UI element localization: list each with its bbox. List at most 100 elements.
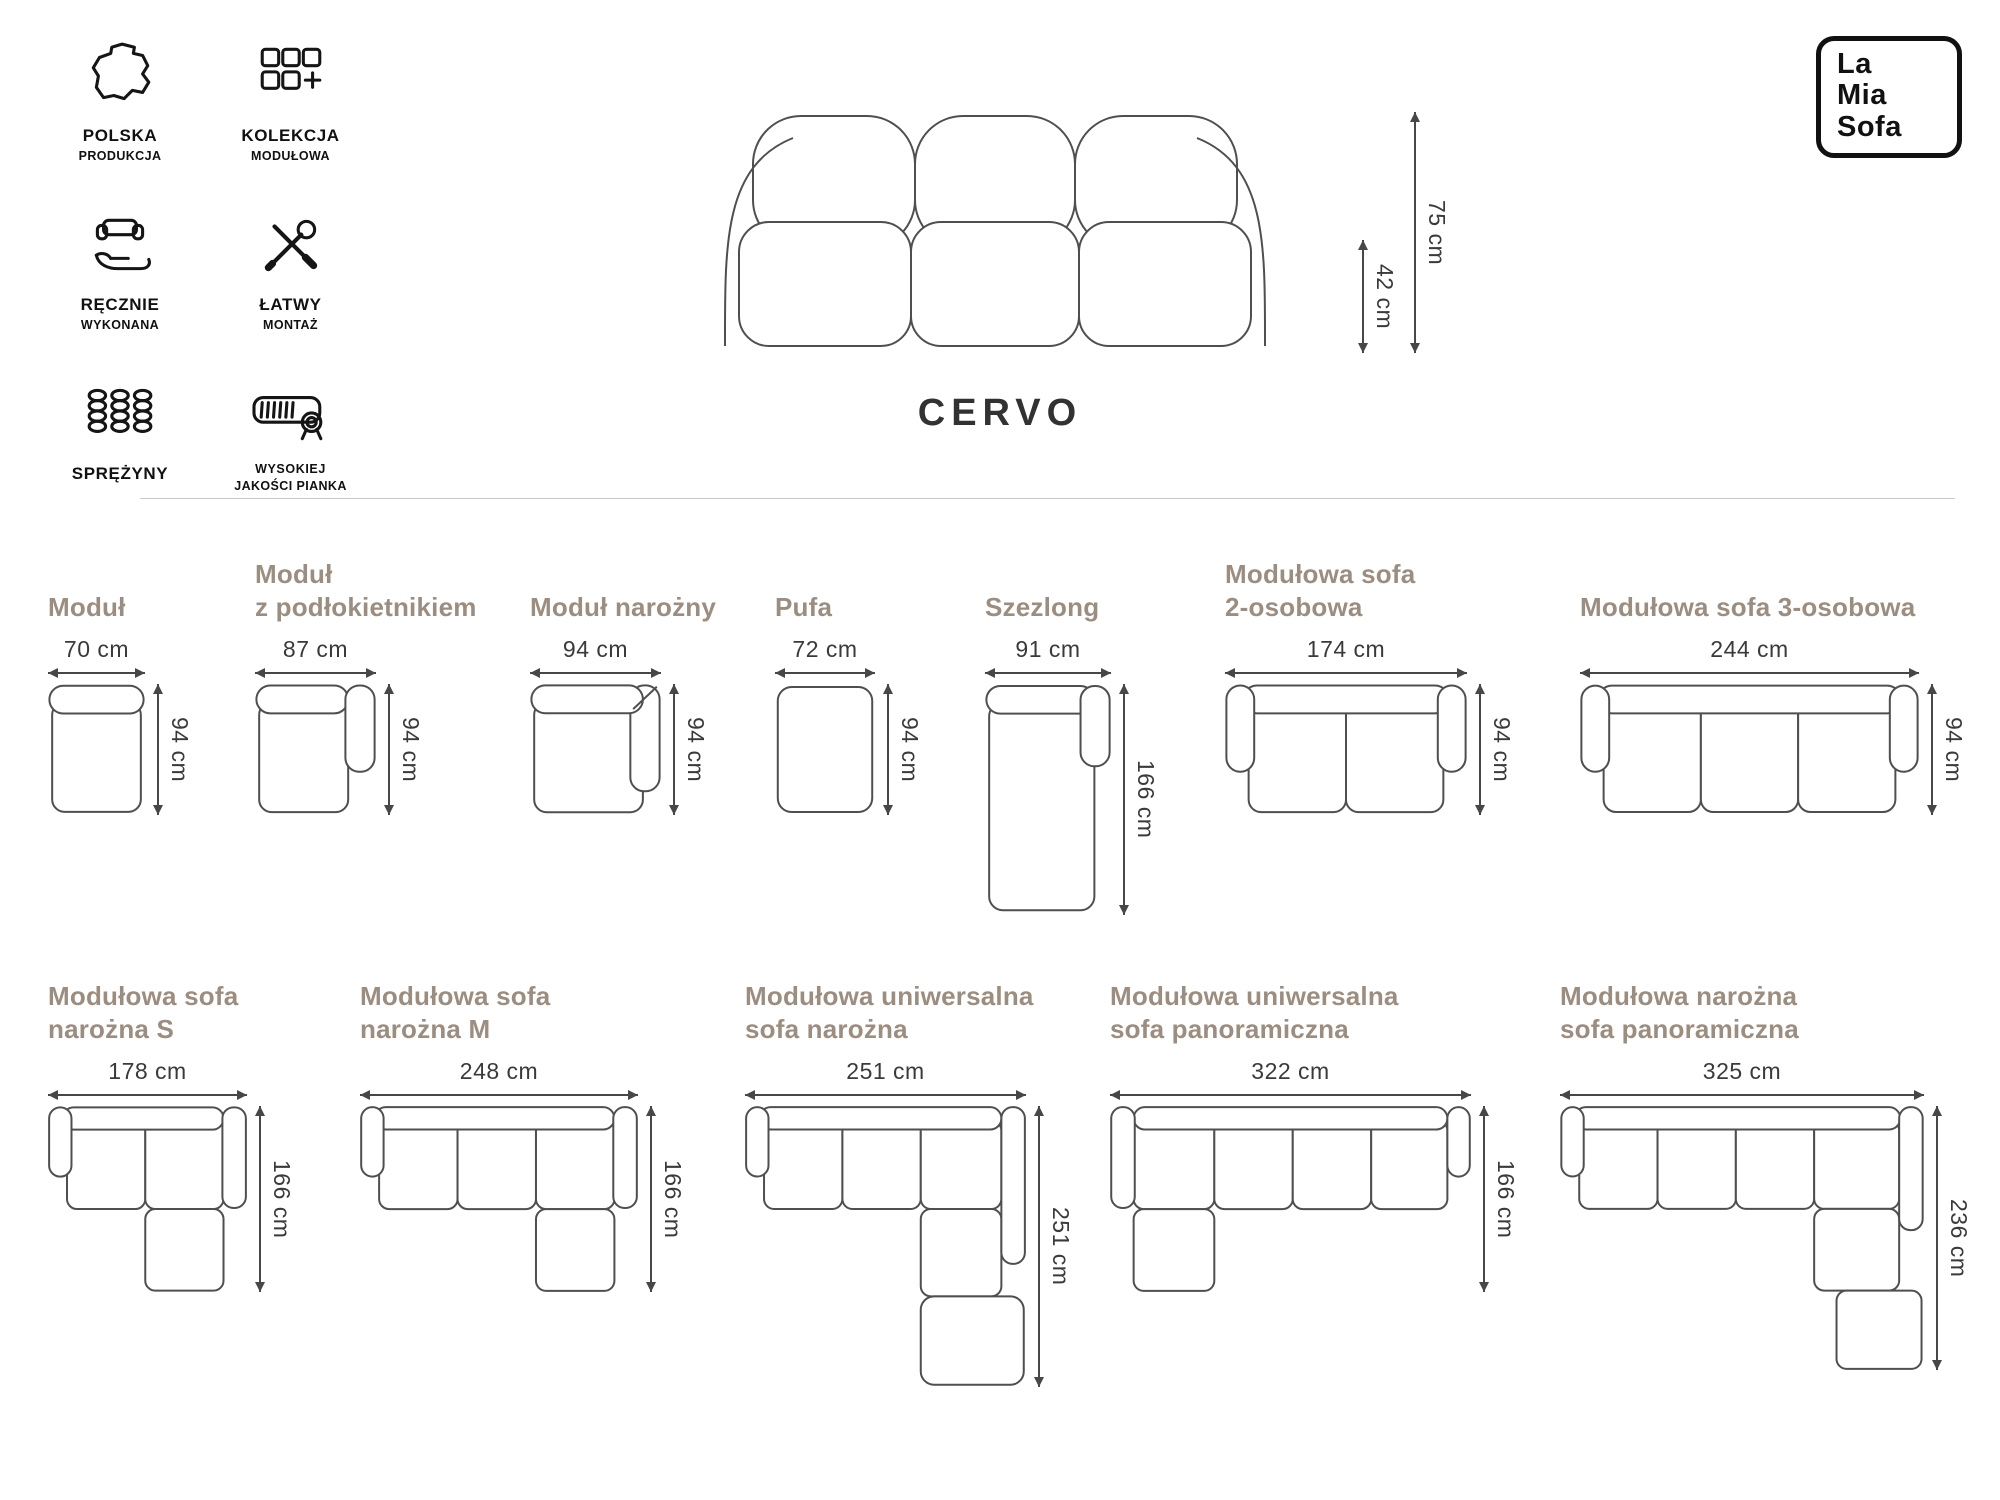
module-card-szezlong: Szezlong 91 cm 166 cm [985, 545, 1159, 915]
module-title: Modułowa sofa 3-osobowa [1580, 591, 1916, 622]
width-label: 325 cm [1702, 1058, 1782, 1084]
badge-kolekcja-modulowa: KOLEKCJA MODUŁOWA [203, 34, 378, 163]
module-title: Modułowa narożna sofa panoramiczna [1560, 981, 1799, 1044]
module-card-modul-narozny: Moduł narożny 94 cm 94 cm [530, 545, 716, 815]
height-dimension: 94 cm [669, 684, 709, 815]
width-arrow [1225, 668, 1467, 678]
width-dimension: 322 cm [1110, 1058, 1471, 1100]
module-card-sofa-3-osobowa: Modułowa sofa 3-osobowa 244 cm 94 cm [1580, 545, 1967, 815]
height-label: 94 cm [167, 716, 193, 783]
logo-line: Sofa [1837, 110, 1902, 143]
width-arrow [1560, 1090, 1924, 1100]
width-label: 91 cm [1015, 636, 1081, 662]
easy-assembly-tools-icon [252, 203, 330, 287]
szezlong-top-view-drawing [985, 684, 1111, 915]
height-label: 236 cm [1946, 1198, 1972, 1278]
modul-z-podlokietnikiem-top-view-drawing [255, 684, 376, 815]
height-label: 94 cm [1489, 716, 1515, 783]
section-divider [140, 498, 1955, 499]
width-label: 174 cm [1306, 636, 1386, 662]
width-dimension: 251 cm [745, 1058, 1026, 1100]
module-card-uniwersalna-panoramiczna: Modułowa uniwersalna sofa panoramiczna 3… [1110, 975, 1519, 1292]
logo-line: Mia [1837, 79, 1887, 112]
height-dimension: 94 cm [883, 684, 923, 815]
height-label: 166 cm [660, 1159, 686, 1239]
narozna-m-top-view-drawing [360, 1106, 638, 1292]
width-arrow [48, 1090, 247, 1100]
height-label: 166 cm [1493, 1159, 1519, 1239]
module-card-modul: Moduł 70 cm 94 cm [48, 545, 193, 815]
feature-badges: POLSKA PRODUKCJA KOLEKCJA MODUŁOWA [45, 34, 378, 493]
module-card-sofa-2-osobowa: Modułowa sofa 2-osobowa 174 cm 94 cm [1225, 545, 1515, 815]
width-arrow [985, 668, 1111, 678]
height-label: 94 cm [1941, 716, 1967, 783]
module-title: Modułowa sofa narożna M [360, 981, 551, 1044]
module-title: Moduł z podłokietnikiem [255, 559, 477, 622]
height-label: 94 cm [897, 716, 923, 783]
width-label: 72 cm [792, 636, 858, 662]
height-arrow [1034, 1106, 1044, 1387]
width-dimension: 325 cm [1560, 1058, 1924, 1100]
cervo-sofa-front-drawing [695, 106, 1295, 351]
width-dimension: 72 cm [775, 636, 875, 678]
width-arrow [1110, 1090, 1471, 1100]
height-arrow [255, 1106, 265, 1292]
modul-top-view-drawing [48, 684, 145, 815]
height-arrow [1932, 1106, 1942, 1370]
width-arrow [745, 1090, 1026, 1100]
badge-title: POLSKA [82, 126, 158, 145]
badge-subtitle: MODUŁOWA [251, 149, 330, 163]
collection-name: CERVO [917, 392, 1083, 434]
badge-latwy-montaz: ŁATWY MONTAŻ [203, 203, 378, 332]
height-dimension: 166 cm [255, 1106, 295, 1292]
width-arrow [48, 668, 145, 678]
module-title: Pufa [775, 591, 833, 622]
height-label: 94 cm [683, 716, 709, 783]
module-title: Szezlong [985, 591, 1100, 622]
badge-title: KOLEKCJA [241, 126, 340, 145]
badge-title: SPRĘŻYNY [71, 464, 169, 483]
height-dimension: 166 cm [1479, 1106, 1519, 1292]
height-label: 94 cm [398, 716, 424, 783]
la-mia-sofa-logo: La Mia Sofa [1816, 36, 1962, 158]
width-dimension: 174 cm [1225, 636, 1467, 678]
module-title: Modułowa sofa narożna S [48, 981, 239, 1044]
height-dimension: 166 cm [646, 1106, 686, 1292]
height-label: 166 cm [269, 1159, 295, 1239]
badge-sprezyny: SPRĘŻYNY [45, 372, 195, 493]
module-card-narozna-panoramiczna: Modułowa narożna sofa panoramiczna 325 c… [1560, 975, 1972, 1370]
badge-title: ŁATWY [259, 295, 322, 314]
width-arrow [360, 1090, 638, 1100]
poland-map-icon [81, 34, 159, 118]
height-arrow [669, 684, 679, 815]
height-dimension: 166 cm [1119, 684, 1159, 915]
height-arrow [1479, 1106, 1489, 1292]
height-arrow [153, 684, 163, 815]
module-card-modul-z-podlokietnikiem: Moduł z podłokietnikiem 87 cm 94 cm [255, 545, 477, 815]
module-title: Moduł narożny [530, 591, 717, 622]
seat-height-dimension: 42 cm [1358, 240, 1398, 353]
modular-collection-icon [252, 34, 330, 118]
height-dimension: 94 cm [153, 684, 193, 815]
width-dimension: 91 cm [985, 636, 1111, 678]
badge-subtitle: WYKONANA [80, 318, 160, 332]
badge-subtitle: PRODUKCJA [78, 149, 162, 163]
narozna-s-top-view-drawing [48, 1106, 247, 1292]
height-arrow [883, 684, 893, 815]
width-arrow [255, 668, 376, 678]
narozna-panoramiczna-top-view-drawing [1560, 1106, 1924, 1370]
width-dimension: 70 cm [48, 636, 145, 678]
badge-subtitle: MONTAŻ [263, 318, 318, 332]
width-dimension: 87 cm [255, 636, 376, 678]
module-title: Modułowa uniwersalna sofa panoramiczna [1110, 981, 1399, 1044]
badge-recznie-wykonana: RĘCZNIE WYKONANA [45, 203, 195, 332]
width-label: 251 cm [846, 1058, 925, 1084]
width-dimension: 178 cm [48, 1058, 247, 1100]
width-label: 70 cm [63, 636, 130, 662]
total-height-dimension: 75 cm [1410, 112, 1450, 353]
height-arrow [1119, 684, 1129, 915]
module-card-narozna-m: Modułowa sofa narożna M 248 cm 166 cm [360, 975, 686, 1292]
high-quality-foam-icon [246, 372, 336, 456]
height-label: 251 cm [1048, 1207, 1074, 1286]
